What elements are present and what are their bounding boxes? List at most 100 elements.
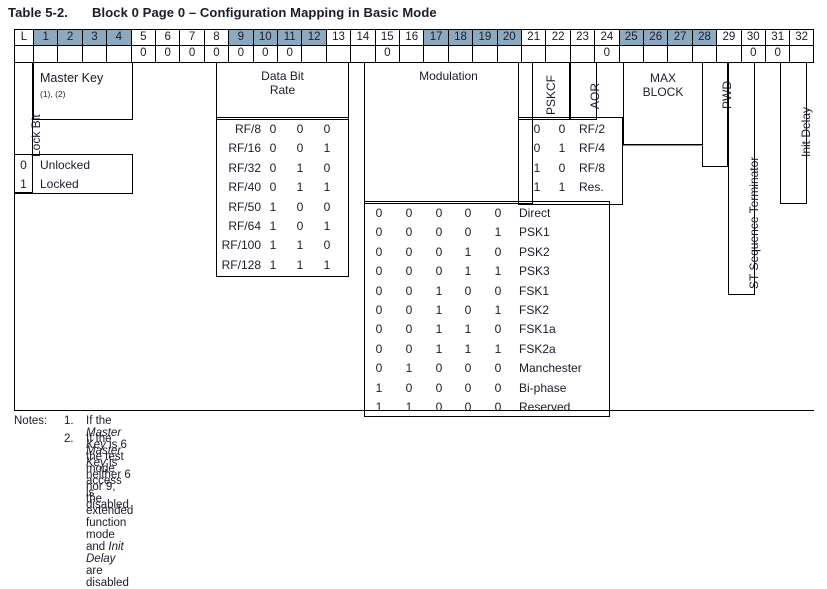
data-bit-rate-bit-1-1: 0: [296, 141, 304, 156]
modulation-bit-8-3: 0: [464, 361, 472, 376]
modulation-bit-2-3: 1: [464, 244, 472, 259]
default-value-cell-27: [667, 46, 692, 63]
modulation-bit-10-2: 0: [435, 400, 443, 414]
modulation-value-table: [364, 201, 610, 417]
modulation-bit-5-4: 1: [494, 303, 502, 317]
pskcf-name-rf-8: RF/8: [579, 160, 606, 175]
modulation-bit-7-0: 0: [375, 341, 383, 356]
column-header-15: 15: [374, 29, 399, 46]
modulation-bit-4-0: 0: [375, 283, 383, 298]
data-bit-rate-bit-6-1: 1: [296, 238, 304, 253]
data-bit-rate-bit-0-2: 0: [323, 122, 331, 136]
column-header-10: 10: [252, 29, 277, 46]
pskcf-bit-2-1: 0: [558, 160, 566, 175]
note-1-number: 1.: [64, 415, 74, 427]
modulation-name-fsk2a: FSK2a: [519, 341, 556, 356]
data-bit-rate-bit-5-2: 1: [323, 219, 331, 233]
pskcf-bit-0-0: 0: [533, 122, 541, 136]
pskcf-bit-3-1: 1: [558, 180, 566, 195]
lock-bit-value-1: 1: [20, 177, 27, 191]
modulation-bit-4-4: 0: [494, 283, 502, 298]
modulation-bit-6-4: 0: [494, 322, 502, 337]
modulation-bit-5-2: 1: [435, 303, 443, 317]
modulation-bit-0-3: 0: [464, 206, 472, 220]
column-header-17: 17: [423, 29, 448, 46]
data-bit-rate-bit-7-1: 1: [296, 257, 304, 272]
st-sequence-terminator-label: ST Sequence Terminator: [747, 156, 761, 289]
modulation-bit-3-3: 1: [464, 264, 472, 279]
modulation-name-reserved: Reserved: [519, 400, 571, 414]
default-value-cell-26: [643, 46, 668, 63]
modulation-name-psk3: PSK3: [519, 264, 550, 279]
default-value-cell-4: [106, 46, 131, 63]
modulation-bit-5-3: 0: [464, 303, 472, 317]
column-header-21: 21: [521, 29, 546, 46]
default-value-cell-11: 0: [277, 46, 302, 63]
column-header-30: 30: [740, 29, 765, 46]
default-value-cell-10: 0: [252, 46, 277, 63]
default-value-cell-3: [81, 46, 107, 63]
default-value-cell-9: 0: [228, 46, 253, 63]
column-header-31: 31: [765, 29, 790, 46]
data-bit-rate-bit-7-2: 1: [323, 257, 331, 272]
master-key-footnote-markers: (1), (2): [40, 89, 66, 99]
modulation-bit-10-0: 1: [375, 400, 383, 414]
column-header-8: 8: [203, 29, 229, 46]
default-value-cell-1: [33, 46, 58, 63]
table-caption: Table 5-2.Block 0 Page 0 – Configuration…: [8, 5, 437, 20]
data-bit-rate-name-rf-64: RF/64: [228, 219, 261, 233]
column-header-7: 7: [179, 29, 204, 46]
modulation-bit-1-1: 0: [405, 225, 413, 240]
data-bit-rate-name-rf-16: RF/16: [228, 141, 261, 156]
data-bit-rate-field-box: [216, 63, 349, 120]
data-bit-rate-name-rf-128: RF/128: [221, 257, 261, 272]
column-header-14: 14: [350, 29, 375, 46]
data-bit-rate-bit-1-0: 0: [269, 141, 277, 156]
modulation-bit-4-3: 0: [464, 283, 472, 298]
default-value-cell-32: [789, 46, 814, 63]
default-value-cell-14: [350, 46, 375, 63]
master-key-field-box: [33, 63, 133, 120]
table-left-border: [14, 63, 15, 411]
modulation-bit-10-1: 1: [405, 400, 413, 414]
data-bit-rate-bit-6-0: 1: [269, 238, 277, 253]
modulation-name-psk2: PSK2: [519, 244, 550, 259]
data-bit-rate-bit-2-0: 0: [269, 160, 277, 175]
column-header-13: 13: [325, 29, 351, 46]
modulation-bit-0-2: 0: [435, 206, 443, 220]
lock-bit-value-0: 0: [20, 158, 27, 172]
pskcf-bit-1-0: 0: [533, 141, 541, 156]
pskcf-name-res: Res.: [579, 180, 604, 195]
aor-label: AOR: [588, 82, 602, 109]
modulation-bit-1-2: 0: [435, 225, 443, 240]
default-value-cell-5: 0: [130, 46, 155, 63]
modulation-bit-0-4: 0: [494, 206, 502, 220]
modulation-bit-9-3: 0: [464, 380, 472, 395]
modulation-bit-4-2: 1: [435, 283, 443, 298]
modulation-bit-8-4: 0: [494, 361, 502, 376]
modulation-bit-3-0: 0: [375, 264, 383, 279]
modulation-bit-1-3: 0: [464, 225, 472, 240]
column-header-20: 20: [496, 29, 521, 46]
modulation-bit-6-1: 0: [405, 322, 413, 337]
modulation-bit-8-1: 1: [405, 361, 413, 376]
data-bit-rate-bit-4-1: 0: [296, 199, 304, 214]
lock-bit-label-unlocked: Unlocked: [40, 158, 91, 172]
data-bit-rate-bit-6-2: 0: [323, 238, 331, 253]
column-header-3: 3: [81, 29, 107, 46]
modulation-name-psk1: PSK1: [519, 225, 550, 240]
pskcf-name-rf-2: RF/2: [579, 122, 606, 136]
modulation-bit-7-3: 1: [464, 341, 472, 356]
pskcf-label: PSKCF: [544, 74, 558, 115]
data-bit-rate-bit-3-0: 0: [269, 180, 277, 195]
data-bit-rate-bit-0-1: 0: [296, 122, 304, 136]
table-number: Table 5-2.: [8, 5, 69, 20]
data-bit-rate-bit-3-1: 1: [296, 180, 304, 195]
notes-label: Notes:: [14, 415, 48, 427]
modulation-bit-0-1: 0: [405, 206, 413, 220]
default-value-cell-18: [447, 46, 473, 63]
modulation-name-fsk1: FSK1: [519, 283, 550, 298]
max-block-label-line2: BLOCK: [642, 85, 684, 99]
column-header-12: 12: [301, 29, 326, 46]
master-key-label: Master Key: [40, 71, 104, 85]
